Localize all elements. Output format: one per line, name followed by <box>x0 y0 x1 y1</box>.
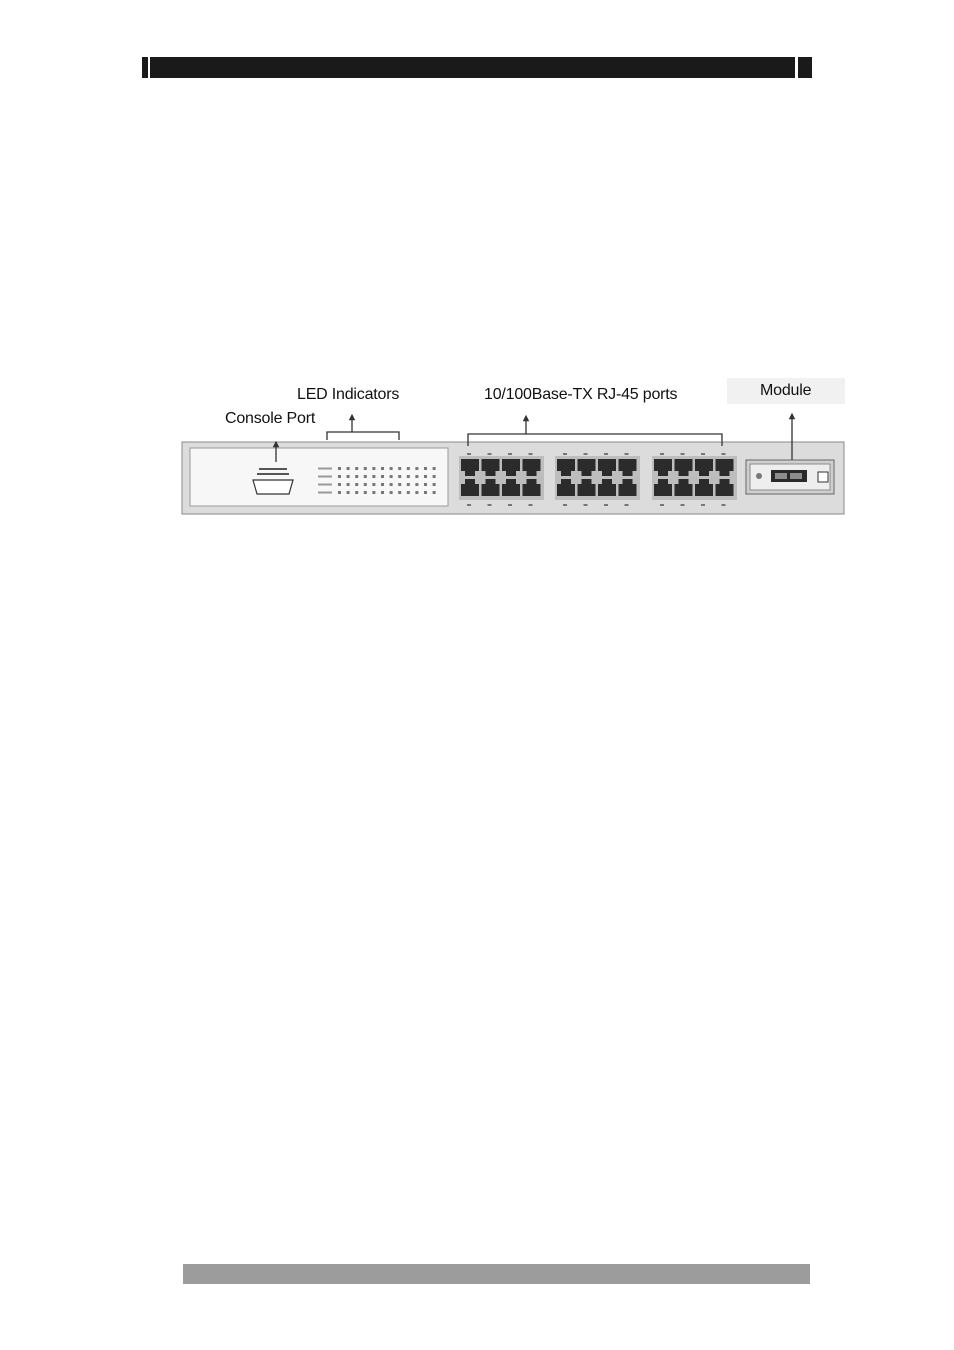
led-dot <box>424 467 427 470</box>
led-dot <box>398 491 401 494</box>
led-dot <box>415 475 418 478</box>
led-dot <box>372 483 375 486</box>
led-dot <box>390 467 393 470</box>
led-dot <box>415 491 418 494</box>
led-dot <box>390 475 393 478</box>
port-number-mark <box>660 453 664 455</box>
led-dot <box>381 467 384 470</box>
port-number-mark <box>604 453 608 455</box>
led-dot <box>372 467 375 470</box>
led-row-label <box>318 468 332 470</box>
led-dot <box>364 475 367 478</box>
led-dot <box>364 483 367 486</box>
footer-bar <box>183 1264 810 1284</box>
led-dot <box>347 475 350 478</box>
port-number-mark <box>701 504 705 506</box>
led-dot <box>372 475 375 478</box>
led-dot <box>355 475 358 478</box>
port-number-mark <box>508 504 512 506</box>
header-bar-notch <box>148 57 150 78</box>
led-dot <box>398 467 401 470</box>
led-callout-bracket <box>327 417 399 440</box>
port-number-mark <box>467 504 471 506</box>
led-dot <box>381 475 384 478</box>
led-dot <box>407 475 410 478</box>
port-number-mark <box>467 453 471 455</box>
led-dot <box>407 467 410 470</box>
led-dot <box>415 483 418 486</box>
led-dot <box>390 483 393 486</box>
led-row-label <box>318 484 332 486</box>
port-number-mark <box>584 453 588 455</box>
led-dot <box>407 483 410 486</box>
led-dot <box>347 491 350 494</box>
led-dot <box>347 483 350 486</box>
led-row-label <box>318 492 332 494</box>
led-dot <box>338 475 341 478</box>
port-number-mark <box>563 453 567 455</box>
port-number-mark <box>529 504 533 506</box>
led-dot <box>424 483 427 486</box>
led-dot <box>407 491 410 494</box>
led-dot <box>424 475 427 478</box>
port-number-mark <box>488 453 492 455</box>
header-bar-notch <box>795 57 798 78</box>
led-dot <box>424 491 427 494</box>
led-dot <box>398 483 401 486</box>
led-dot <box>338 483 341 486</box>
switch-panel-drawing <box>181 376 846 516</box>
led-row-label <box>318 476 332 478</box>
port-number-mark <box>660 504 664 506</box>
led-dot <box>347 467 350 470</box>
led-dot <box>355 491 358 494</box>
port-number-mark <box>488 504 492 506</box>
led-dot <box>415 467 418 470</box>
led-dot <box>433 467 436 470</box>
port-number-mark <box>701 453 705 455</box>
port-number-mark <box>625 504 629 506</box>
switch-front-panel-figure: LED Indicators Console Port 10/100Base-T… <box>181 376 846 516</box>
led-dot <box>433 483 436 486</box>
led-dot <box>381 483 384 486</box>
led-dot <box>355 467 358 470</box>
port-number-mark <box>722 453 726 455</box>
led-dot <box>364 467 367 470</box>
led-dot <box>390 491 393 494</box>
port-number-mark <box>584 504 588 506</box>
led-dot <box>372 491 375 494</box>
led-dot <box>433 475 436 478</box>
port-number-mark <box>625 453 629 455</box>
led-dot <box>338 467 341 470</box>
port-number-mark <box>563 504 567 506</box>
port-number-mark <box>722 504 726 506</box>
rj45-port-blocks <box>459 453 737 506</box>
led-dot <box>338 491 341 494</box>
port-number-mark <box>604 504 608 506</box>
port-number-mark <box>681 504 685 506</box>
header-bar <box>142 57 812 78</box>
led-dot <box>433 491 436 494</box>
port-number-mark <box>529 453 533 455</box>
port-number-mark <box>681 453 685 455</box>
port-number-mark <box>508 453 512 455</box>
expansion-module <box>746 460 834 494</box>
led-dot <box>381 491 384 494</box>
led-dot <box>364 491 367 494</box>
led-dot <box>355 483 358 486</box>
led-dot <box>398 475 401 478</box>
